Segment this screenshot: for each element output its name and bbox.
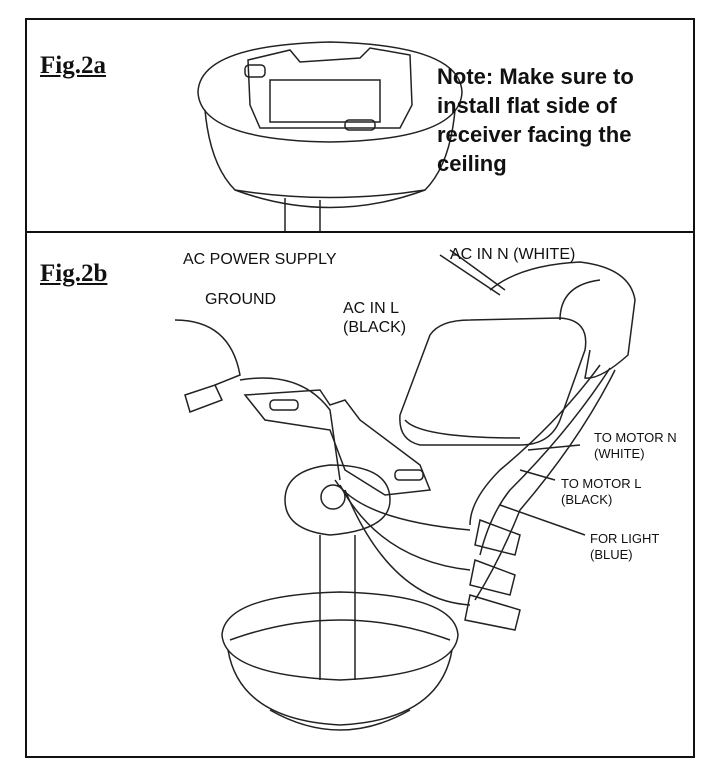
wires: [174, 319, 521, 631]
receiver-box: [399, 249, 636, 601]
label-line: (BLUE): [590, 547, 633, 562]
note-line: ceiling: [437, 151, 507, 176]
label-ground: GROUND: [205, 291, 277, 308]
canopy-top-view: [197, 41, 463, 231]
label-line: (BLACK): [343, 319, 407, 336]
note-line: receiver facing the: [437, 122, 632, 147]
leader-motor-l: [519, 469, 556, 481]
label-line: TO MOTOR L: [561, 476, 642, 491]
note-line: install flat side of: [437, 93, 617, 118]
label-motor-n: TO MOTOR N (WHITE): [594, 430, 677, 462]
label-for-light: FOR LIGHT (BLUE): [590, 531, 659, 563]
diagram-frame: [25, 18, 695, 758]
install-note: Note: Make sure to install flat side of …: [437, 62, 697, 178]
fig-2b-title: Fig.2b: [40, 260, 108, 287]
label-line: TO MOTOR N: [594, 430, 677, 445]
section-divider: [25, 231, 695, 233]
label-line: FOR LIGHT: [590, 531, 660, 546]
leader-motor-n: [527, 444, 581, 451]
label-line: (WHITE): [594, 446, 645, 461]
mounting-bracket: [243, 389, 432, 680]
canopy-cup: [221, 591, 459, 731]
fig-2a-title: Fig.2a: [40, 52, 106, 79]
label-ac-in-n: AC IN N (WHITE): [450, 246, 576, 263]
label-ac-in-l: AC IN L (BLACK): [343, 299, 406, 337]
label-line: AC IN L: [343, 300, 400, 317]
leader-light: [499, 504, 586, 536]
label-ac-power-supply: AC POWER SUPPLY: [183, 251, 337, 268]
note-line: Note: Make sure to: [437, 64, 634, 89]
label-motor-l: TO MOTOR L (BLACK): [561, 476, 641, 508]
label-line: (BLACK): [561, 492, 613, 507]
